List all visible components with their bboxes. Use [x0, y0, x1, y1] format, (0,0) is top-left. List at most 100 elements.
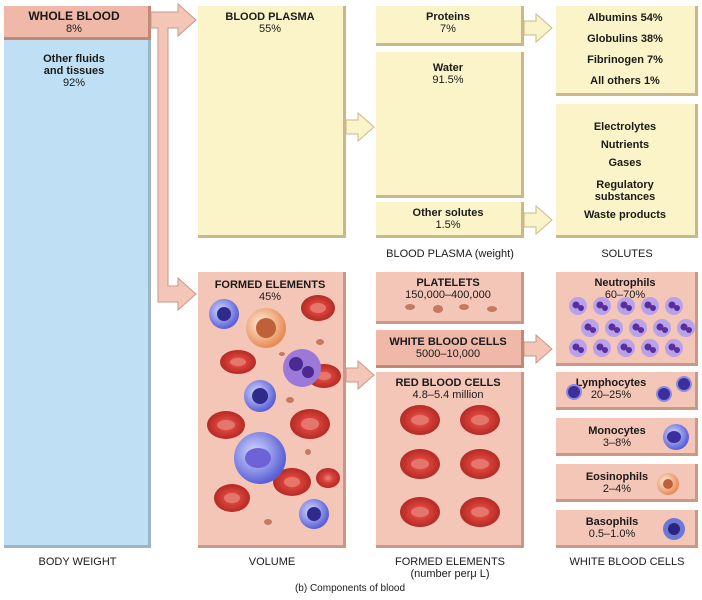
basophils-value: 0.5–1.0%: [588, 528, 636, 540]
water-value: 91.5%: [432, 74, 464, 86]
neutrophil-cell: [665, 339, 683, 357]
electrolytes-label: Electrolytes: [593, 121, 657, 133]
other-solutes-arrow: [523, 204, 553, 236]
blood-plasma-weight-label: BLOOD PLASMA (weight): [386, 248, 514, 260]
albumins-label: Albumins 54%: [587, 12, 663, 24]
rbc-d: [460, 449, 500, 479]
formed-elements-label-1: FORMED ELEMENTS: [394, 556, 505, 568]
red-blood-cells-value: 4.8–5.4 million: [412, 389, 484, 401]
platelets-value: 150,000–400,000: [405, 289, 491, 301]
formed-elements-label-2: (number perμ L): [410, 568, 490, 580]
waste-products-label: Waste products: [583, 209, 667, 221]
neutrophil-cell: [593, 339, 611, 357]
lymphocytes-value: 20–25%: [590, 389, 632, 401]
regulatory-label: Regulatory: [596, 179, 654, 191]
white-blood-cells-label: WHITE BLOOD CELLS: [569, 556, 685, 568]
water-title: Water: [432, 62, 464, 74]
rbc-8: [316, 468, 340, 488]
other-solutes-title: Other solutes: [412, 207, 484, 219]
rbc-2: [220, 350, 256, 374]
formed-elements-title: FORMED ELEMENTS: [214, 279, 326, 291]
proteins-value: 7%: [440, 23, 456, 35]
solutes-label: SOLUTES: [601, 248, 653, 260]
platelets-box: [376, 272, 524, 324]
white-cells-arrow: [523, 333, 553, 365]
other-fluids-box: [4, 40, 151, 548]
monocytes-title: Monocytes: [588, 425, 646, 437]
other-fluids-title-2: and tissues: [43, 65, 105, 77]
whole-blood-title: WHOLE BLOOD: [28, 9, 120, 23]
all-others-label: All others 1%: [590, 75, 660, 87]
white-blood-cells-box: [376, 330, 524, 368]
white-cell-4: [244, 380, 276, 412]
fibrinogen-label: Fibrinogen 7%: [587, 54, 663, 66]
neutrophil-cell: [665, 297, 683, 315]
neutrophil-cell: [641, 297, 659, 315]
rbc-f: [460, 497, 500, 527]
neutrophil-cell: [617, 339, 635, 357]
neutrophils-value: 60–70%: [604, 289, 646, 301]
neutrophil-cell: [629, 319, 647, 337]
other-fluids-value: 92%: [62, 77, 86, 89]
figure-caption: (b) Components of blood: [294, 583, 406, 594]
neutrophils-title: Neutrophils: [594, 277, 656, 289]
gases-label: Gases: [608, 157, 642, 169]
white-cell-2: [246, 308, 286, 348]
red-blood-cells-box: [376, 372, 524, 548]
rbc-a: [400, 405, 440, 435]
neutrophil-cell: [677, 319, 695, 337]
basophils-title: Basophils: [585, 516, 639, 528]
globulins-label: Globulins 38%: [587, 33, 663, 45]
neutrophil-cell: [641, 339, 659, 357]
neutrophil-cell: [569, 339, 587, 357]
rbc-7: [214, 484, 250, 512]
white-blood-cells-value: 5000–10,000: [415, 348, 481, 360]
neutrophil-cell: [653, 319, 671, 337]
other-solutes-value: 1.5%: [435, 219, 461, 231]
white-blood-cells-title: WHITE BLOOD CELLS: [389, 336, 507, 348]
other-solutes-box: [376, 202, 524, 238]
neutrophil-cell: [605, 319, 623, 337]
neutrophil-cell: [569, 297, 587, 315]
proteins-arrow: [523, 12, 553, 44]
red-blood-cells-title: RED BLOOD CELLS: [395, 377, 501, 389]
platelets-title: PLATELETS: [416, 277, 480, 289]
volume-label: VOLUME: [248, 556, 296, 568]
whole-blood-box: [4, 6, 151, 40]
rbc-1: [301, 295, 335, 321]
neutrophil-cell: [593, 297, 611, 315]
rbc-b: [460, 405, 500, 435]
nutrients-label: Nutrients: [600, 139, 650, 151]
lymphocytes-title: Lymphocytes: [575, 377, 647, 389]
white-cell-6: [299, 499, 329, 529]
white-cell-1: [209, 299, 239, 329]
blood-plasma-title: BLOOD PLASMA: [225, 11, 315, 23]
formed-elements-illustration: [207, 295, 341, 529]
proteins-box: [376, 6, 524, 46]
neutrophil-cell: [617, 297, 635, 315]
rbc-4: [207, 411, 245, 439]
substances-label: substances: [594, 191, 656, 203]
protein-types-box: [556, 6, 698, 96]
monocytes-value: 3–8%: [602, 437, 632, 449]
neutrophil-cell: [581, 319, 599, 337]
blood-plasma-box: [198, 6, 346, 238]
solutes-box: [556, 104, 698, 238]
eosinophils-illustration: [657, 473, 679, 495]
platelets-illustration: [405, 304, 497, 313]
rbc-e: [400, 497, 440, 527]
red-blood-cells-illustration: [400, 405, 500, 527]
rbc-c: [400, 449, 440, 479]
neutrophils-illustration: [569, 297, 695, 357]
platelet-dots: [264, 339, 324, 525]
formed-elements-value: 45%: [258, 291, 282, 303]
whole-blood-value: 8%: [66, 23, 82, 35]
monocytes-illustration: [663, 424, 689, 450]
other-fluids-title-1: Other fluids: [43, 53, 105, 65]
eosinophils-value: 2–4%: [602, 483, 632, 495]
white-cell-5: [234, 432, 286, 484]
